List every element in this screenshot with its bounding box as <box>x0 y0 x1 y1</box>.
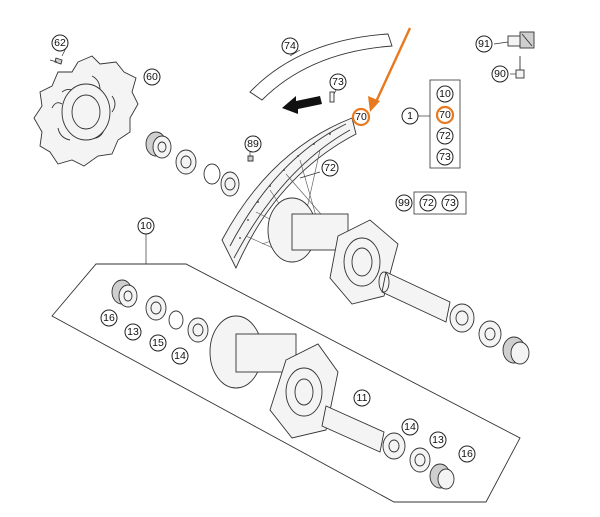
svg-text:91: 91 <box>478 38 490 50</box>
callout-99: 99 <box>395 194 413 212</box>
svg-text:62: 62 <box>54 37 66 49</box>
bolt-90 <box>515 56 525 79</box>
svg-text:14: 14 <box>174 350 186 362</box>
kit-1-item-73: 73 <box>436 148 454 166</box>
svg-text:14: 14 <box>404 421 416 433</box>
wheel-right-parts <box>378 271 530 365</box>
svg-text:13: 13 <box>432 434 444 446</box>
callout-13-right: 13 <box>429 431 447 449</box>
svg-text:73: 73 <box>439 151 451 163</box>
wheel-hub <box>267 197 399 305</box>
svg-text:70: 70 <box>439 109 451 121</box>
rim <box>221 117 357 270</box>
detail-hub <box>209 315 339 439</box>
orange-arrow-icon <box>368 27 412 112</box>
hub-detail-box <box>51 234 521 503</box>
rotation-arrow-icon <box>282 96 322 114</box>
callout-15: 15 <box>149 334 167 352</box>
svg-text:74: 74 <box>284 40 296 52</box>
svg-text:1: 1 <box>407 110 413 122</box>
kit-1-item-10: 10 <box>436 85 454 103</box>
svg-text:70: 70 <box>355 111 367 123</box>
kit-1-box <box>418 79 461 169</box>
svg-text:16: 16 <box>461 448 473 460</box>
callout-89: 89 <box>244 135 262 153</box>
svg-text:72: 72 <box>324 162 336 174</box>
tire <box>249 33 393 101</box>
svg-text:73: 73 <box>444 197 456 209</box>
callout-1: 1 <box>401 107 419 125</box>
callout-16-right: 16 <box>458 445 476 463</box>
callout-60: 60 <box>143 68 161 86</box>
callout-91: 91 <box>475 35 493 53</box>
callout-11: 11 <box>353 389 371 407</box>
svg-text:11: 11 <box>357 392 368 404</box>
svg-text:99: 99 <box>398 197 410 209</box>
callout-13-left: 13 <box>124 323 142 341</box>
kit-1-item-72: 72 <box>436 127 454 145</box>
svg-text:10: 10 <box>439 88 451 100</box>
callout-62: 62 <box>51 34 69 52</box>
svg-text:72: 72 <box>439 130 451 142</box>
svg-text:89: 89 <box>247 138 259 150</box>
svg-text:73: 73 <box>332 76 344 88</box>
callout-14-right: 14 <box>401 418 419 436</box>
fastener-91 <box>507 31 535 49</box>
brake-disc <box>33 55 139 167</box>
callout-70-rim: 70 <box>351 107 371 127</box>
wheel-left-bearings <box>145 131 240 197</box>
spoke-nipple <box>247 155 254 162</box>
disc-screw <box>49 57 63 65</box>
svg-text:16: 16 <box>103 312 115 324</box>
kit-99-item-73: 73 <box>441 194 459 212</box>
detail-right-stack <box>321 405 455 490</box>
kit-1-item-70: 70 <box>435 105 455 125</box>
svg-text:13: 13 <box>127 326 139 338</box>
callout-73-top: 73 <box>329 73 347 91</box>
svg-text:15: 15 <box>152 337 164 349</box>
svg-text:10: 10 <box>140 220 152 232</box>
callout-90: 90 <box>491 65 509 83</box>
kit-99-item-72: 72 <box>419 194 437 212</box>
detail-left-stack <box>111 279 209 343</box>
callout-72-rim: 72 <box>321 159 339 177</box>
svg-text:60: 60 <box>146 71 158 83</box>
valve <box>329 91 335 103</box>
kit-99-box <box>413 191 467 215</box>
svg-text:90: 90 <box>494 68 506 80</box>
callout-16-left: 16 <box>100 309 118 327</box>
callout-10-main: 10 <box>137 217 155 235</box>
svg-text:72: 72 <box>422 197 434 209</box>
callout-14-left: 14 <box>171 347 189 365</box>
callout-74: 74 <box>281 37 299 55</box>
